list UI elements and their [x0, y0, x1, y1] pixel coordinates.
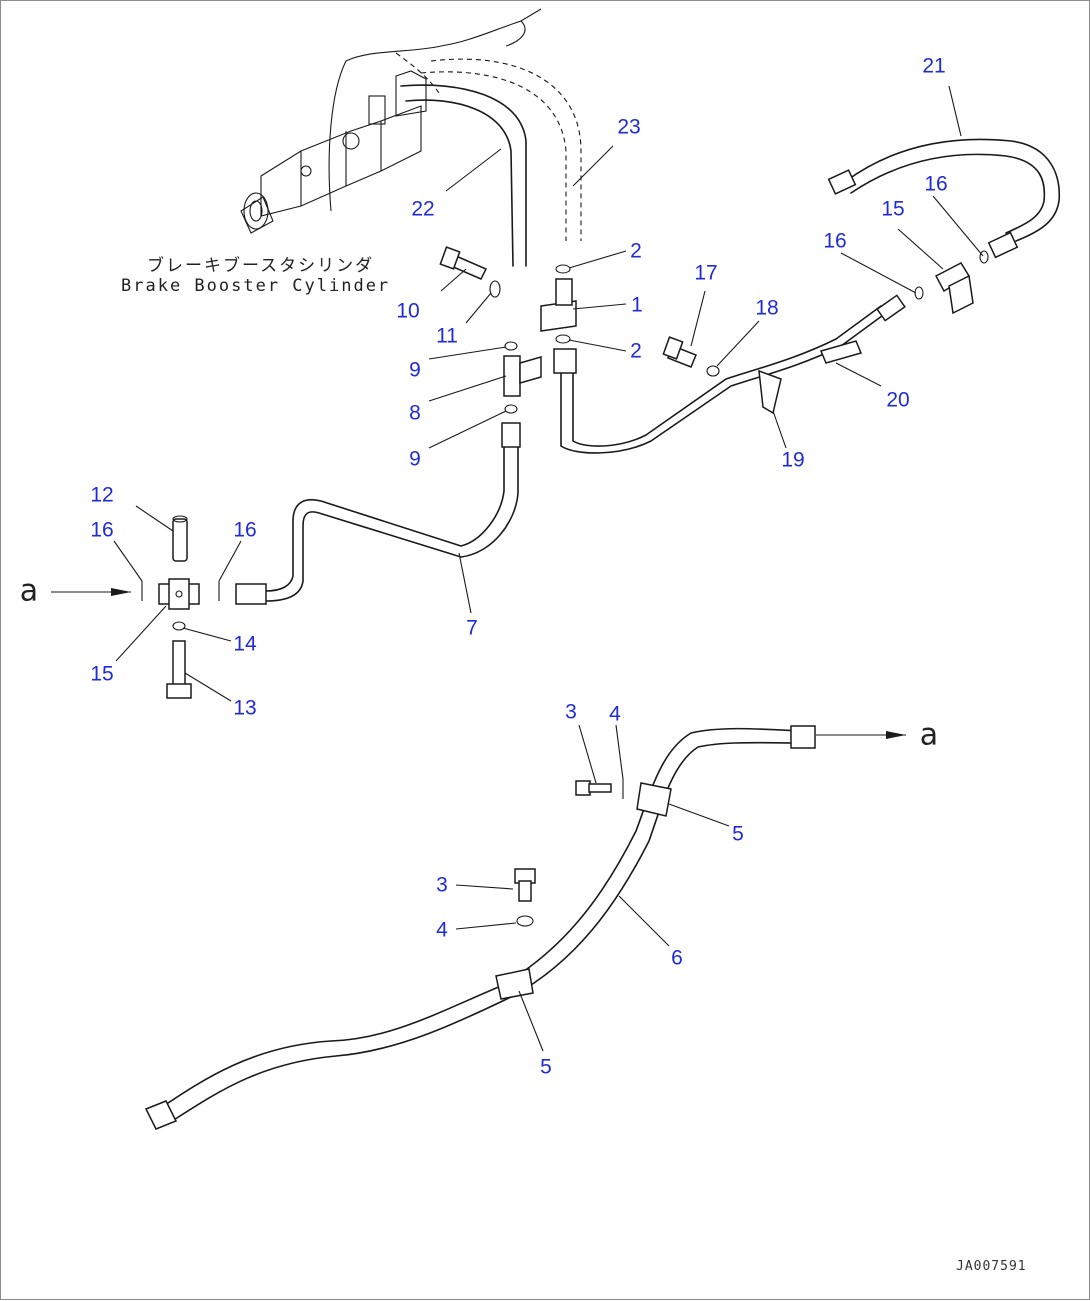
- brake-booster-cylinder: [240, 8, 542, 234]
- pipe-20: [553, 294, 906, 454]
- callout-23[interactable]: 23: [617, 115, 641, 139]
- o-ring-2-upper: [555, 264, 571, 274]
- callout-4[interactable]: 4: [609, 702, 621, 726]
- callout-18[interactable]: 18: [755, 296, 779, 320]
- callout-6[interactable]: 6: [671, 946, 683, 970]
- callout-12[interactable]: 12: [90, 483, 114, 507]
- callout-3[interactable]: 3: [436, 873, 448, 897]
- fitting-8: [503, 355, 542, 397]
- pipe-7: [235, 422, 521, 605]
- view-arrow-right: [816, 731, 906, 739]
- callout-15[interactable]: 15: [881, 197, 905, 221]
- washer-18: [706, 365, 720, 377]
- callout-4[interactable]: 4: [436, 918, 448, 942]
- callout-16[interactable]: 16: [233, 518, 257, 542]
- callout-1[interactable]: 1: [631, 293, 643, 317]
- bolt-17: [662, 336, 697, 368]
- caption-japanese: ブレーキブースタシリンダ: [147, 256, 375, 276]
- elbow-fitting-15-right: [914, 250, 989, 315]
- hose-23: [420, 58, 582, 241]
- callout-3[interactable]: 3: [565, 700, 577, 724]
- o-ring-9-upper: [504, 341, 518, 351]
- pin-12: [172, 515, 188, 562]
- washer-11: [489, 280, 501, 298]
- bolt-10: [439, 246, 488, 280]
- leader-lines: [113, 85, 984, 1052]
- callout-14[interactable]: 14: [233, 632, 257, 656]
- bolt-3-lower: [514, 868, 536, 902]
- drawing-code: JA007591: [956, 1259, 1027, 1274]
- callout-5[interactable]: 5: [540, 1055, 552, 1079]
- hose-6: [144, 725, 816, 1130]
- washer-4-lower: [516, 915, 534, 927]
- callout-17[interactable]: 17: [694, 261, 718, 285]
- callout-15[interactable]: 15: [90, 662, 114, 686]
- callout-22[interactable]: 22: [411, 197, 435, 221]
- callout-11[interactable]: 11: [436, 324, 458, 348]
- view-mark-left: a: [19, 573, 39, 609]
- clamp-5-upper: [636, 782, 672, 817]
- washer-14: [172, 621, 186, 631]
- callout-9[interactable]: 9: [409, 447, 421, 471]
- callout-20[interactable]: 20: [886, 388, 910, 412]
- clamp-19: [758, 369, 782, 415]
- callout-2[interactable]: 2: [630, 239, 642, 263]
- bolt-13: [166, 640, 192, 699]
- callout-2[interactable]: 2: [630, 339, 642, 363]
- view-arrow-left: [51, 588, 131, 596]
- callout-16[interactable]: 16: [924, 172, 948, 196]
- callout-10[interactable]: 10: [396, 299, 420, 323]
- block-1: [540, 278, 577, 332]
- callout-16[interactable]: 16: [90, 518, 114, 542]
- tee-fitting-15: [158, 578, 200, 610]
- bolt-3-upper: [575, 780, 612, 796]
- o-ring-9-lower: [504, 404, 518, 414]
- o-ring-2-lower: [555, 334, 571, 344]
- caption-english: Brake Booster Cylinder: [121, 276, 391, 296]
- view-mark-right: a: [919, 717, 939, 753]
- callout-9[interactable]: 9: [409, 358, 421, 382]
- callout-21[interactable]: 21: [922, 54, 946, 78]
- callout-13[interactable]: 13: [233, 696, 257, 720]
- callout-5[interactable]: 5: [732, 822, 744, 846]
- callout-16[interactable]: 16: [823, 229, 847, 253]
- hose-21: [827, 138, 1061, 259]
- clamp-5-lower: [495, 968, 534, 1000]
- callout-19[interactable]: 19: [781, 448, 805, 472]
- callout-7[interactable]: 7: [466, 616, 478, 640]
- callout-8[interactable]: 8: [409, 401, 421, 425]
- hose-22: [400, 84, 527, 267]
